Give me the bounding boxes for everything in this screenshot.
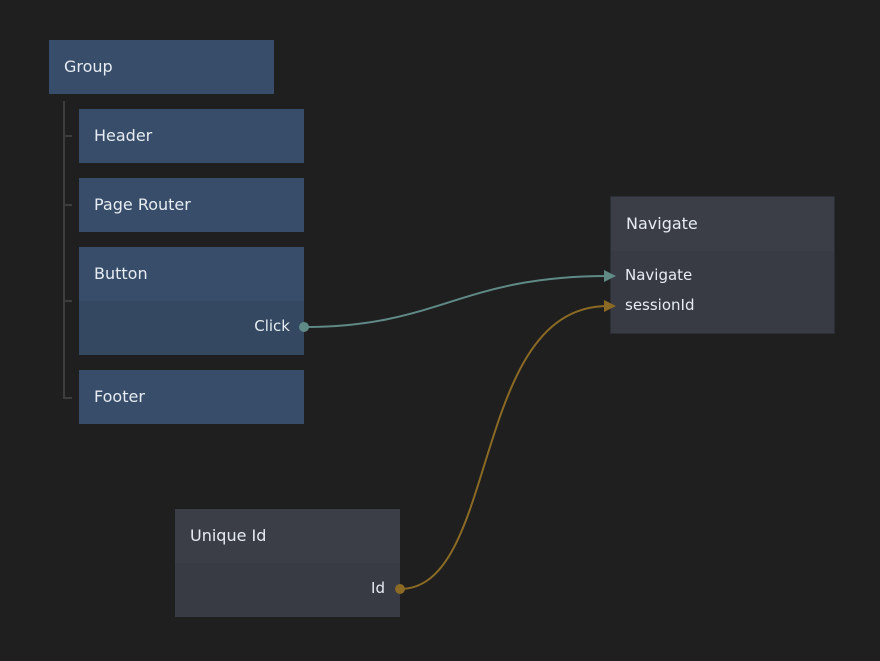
input-port-navigate[interactable]: Navigate — [625, 266, 693, 284]
node-title: Footer — [94, 387, 145, 406]
node-footer[interactable]: Footer — [79, 370, 304, 424]
connection-id-to-sessionid[interactable] — [399, 305, 609, 590]
node-button[interactable]: Button Click — [79, 247, 304, 355]
arrow-icon — [604, 270, 616, 282]
node-group[interactable]: Group — [49, 40, 274, 94]
node-title: Page Router — [94, 195, 191, 214]
node-body: Id — [175, 563, 400, 617]
output-port-id[interactable]: Id — [371, 579, 385, 597]
node-unique-id[interactable]: Unique Id Id — [175, 509, 400, 617]
hierarchy-tick — [63, 397, 72, 399]
hierarchy-tick — [63, 204, 72, 206]
node-body: Navigate sessionId — [611, 251, 834, 333]
node-navigate[interactable]: Navigate Navigate sessionId — [610, 196, 835, 334]
output-dot-id[interactable] — [395, 584, 405, 594]
hierarchy-tick — [63, 135, 72, 137]
hierarchy-tick — [63, 300, 72, 302]
node-title: Header — [94, 126, 153, 145]
connection-click-to-navigate[interactable] — [303, 275, 609, 328]
node-page-router[interactable]: Page Router — [79, 178, 304, 232]
input-port-sessionid[interactable]: sessionId — [625, 296, 695, 314]
node-title: Group — [64, 57, 113, 76]
node-title: Navigate — [626, 214, 698, 233]
output-port-click[interactable]: Click — [254, 317, 290, 335]
arrow-icon — [604, 300, 616, 312]
node-body: Click — [79, 301, 304, 355]
hierarchy-line — [63, 101, 65, 399]
node-title: Button — [94, 264, 148, 283]
node-header[interactable]: Header — [79, 109, 304, 163]
output-dot-click[interactable] — [299, 322, 309, 332]
node-title: Unique Id — [190, 526, 267, 545]
